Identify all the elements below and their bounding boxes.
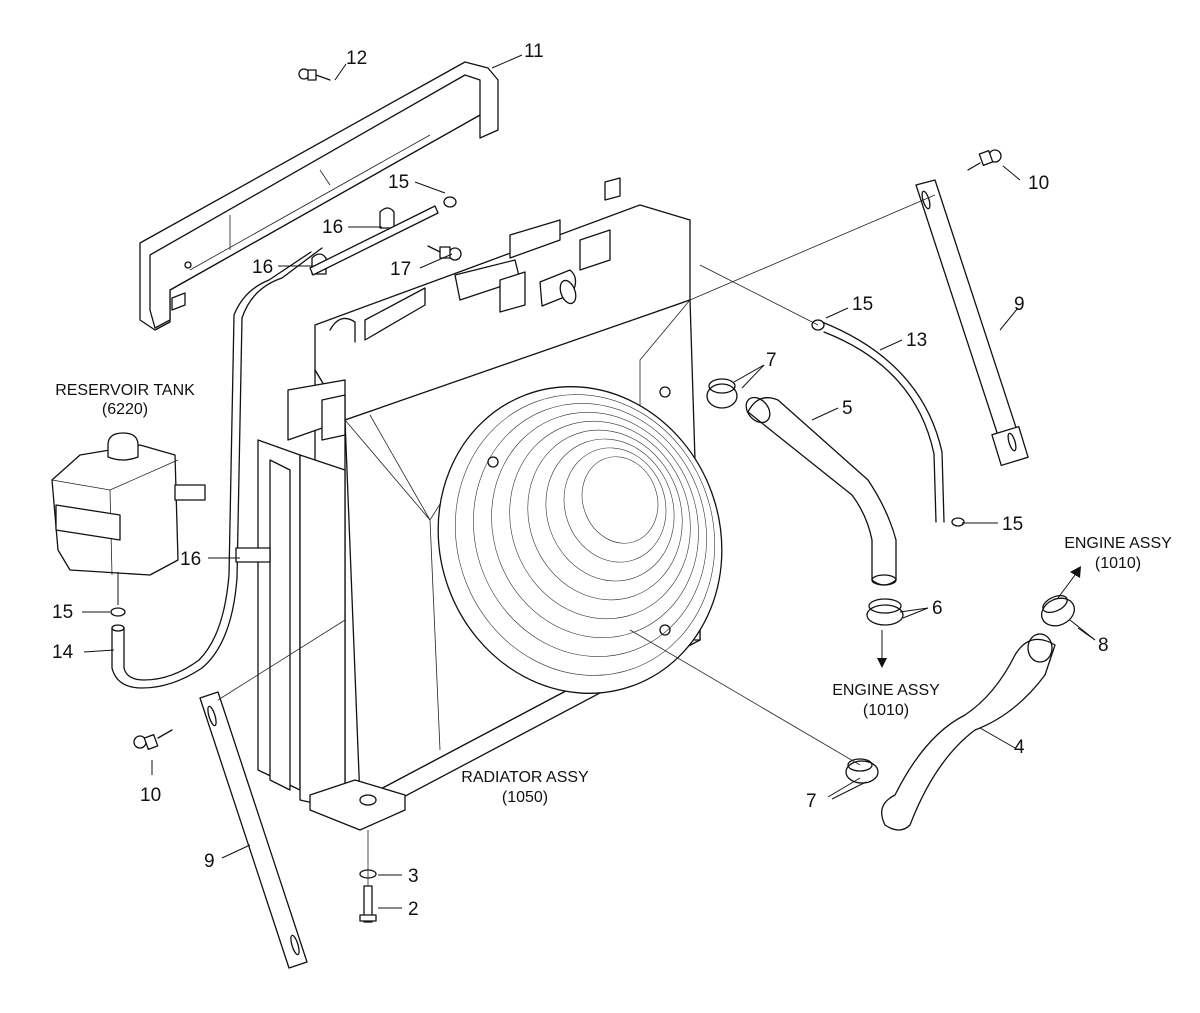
bolt-part-10-lower: [133, 729, 173, 750]
callout-12: 12: [346, 48, 367, 69]
arrow-to-engine-icon-left: [877, 630, 887, 668]
callout-9: 9: [1014, 294, 1025, 315]
callout-5: 5: [842, 398, 853, 419]
breather-hose-part-13: [699, 264, 965, 527]
callout-16: 16: [252, 257, 273, 278]
callout-11: 11: [524, 41, 544, 62]
washer-part-3: [359, 830, 377, 886]
upper-hose-part-5: [745, 396, 897, 586]
hose-clamp-part-7-lower: [629, 629, 879, 784]
hose-clamp-part-6: [866, 598, 904, 626]
overflow-hose-part-14: [111, 247, 323, 689]
callout-7: 7: [806, 791, 817, 812]
reservoir-tank: [51, 432, 206, 617]
callout-6: 6: [932, 598, 943, 619]
callout-17: 17: [390, 259, 411, 280]
callout-15: 15: [52, 602, 73, 623]
engine-assy-right-title: ENGINE ASSY: [1064, 535, 1172, 552]
radiator-assy-code: (1050): [502, 789, 548, 806]
callout-16: 16: [180, 549, 201, 570]
callout-2: 2: [408, 899, 419, 920]
hose-clamp-part-8: [1040, 594, 1076, 627]
bolt-part-17: [427, 245, 462, 261]
callout-14: 14: [52, 642, 74, 663]
breather-pipe: [309, 205, 439, 276]
callout-15: 15: [1002, 514, 1023, 535]
assembly-captions: RESERVOIR TANK (6220) RADIATOR ASSY (105…: [55, 382, 1172, 806]
callout-4: 4: [1014, 737, 1025, 758]
reservoir-tank-title: RESERVOIR TANK: [55, 382, 195, 399]
callout-3: 3: [408, 866, 419, 887]
callout-10: 10: [1028, 173, 1049, 194]
engine-assy-right-code: (1010): [1095, 555, 1141, 572]
reservoir-tank-code: (6220): [102, 401, 148, 418]
callout-labels: 12 11 15 16 16 17 10 9 15 13 7 5 15 6 8 …: [52, 41, 1109, 920]
stay-bar-left-part-9: [199, 691, 308, 969]
lower-hose-part-4: [881, 633, 1056, 831]
callout-15: 15: [852, 294, 873, 315]
leader-lines: [82, 54, 1096, 909]
fan-grille: [437, 386, 723, 694]
engine-assy-left-code: (1010): [863, 702, 909, 719]
top-cover-part-11: [139, 61, 499, 331]
clip-part-16: [235, 207, 395, 563]
bolt-part-10-upper: [967, 149, 1002, 171]
hose-clamp-part-7-upper: [706, 378, 738, 409]
seals-part-15: [443, 196, 457, 208]
radiator-assy-title: RADIATOR ASSY: [461, 769, 589, 786]
callout-16: 16: [322, 217, 343, 238]
callout-15: 15: [388, 172, 409, 193]
stay-bar-right-part-9: [915, 179, 1029, 467]
arrow-to-engine-icon-right: [1057, 566, 1081, 599]
bolt-part-2: [359, 885, 377, 923]
engine-assy-left-title: ENGINE ASSY: [832, 682, 940, 699]
callout-13: 13: [906, 330, 927, 351]
callout-10: 10: [140, 785, 161, 806]
bolt-part-12: [298, 68, 331, 81]
callout-7: 7: [766, 350, 777, 371]
callout-9: 9: [204, 851, 215, 872]
callout-8: 8: [1098, 635, 1109, 656]
